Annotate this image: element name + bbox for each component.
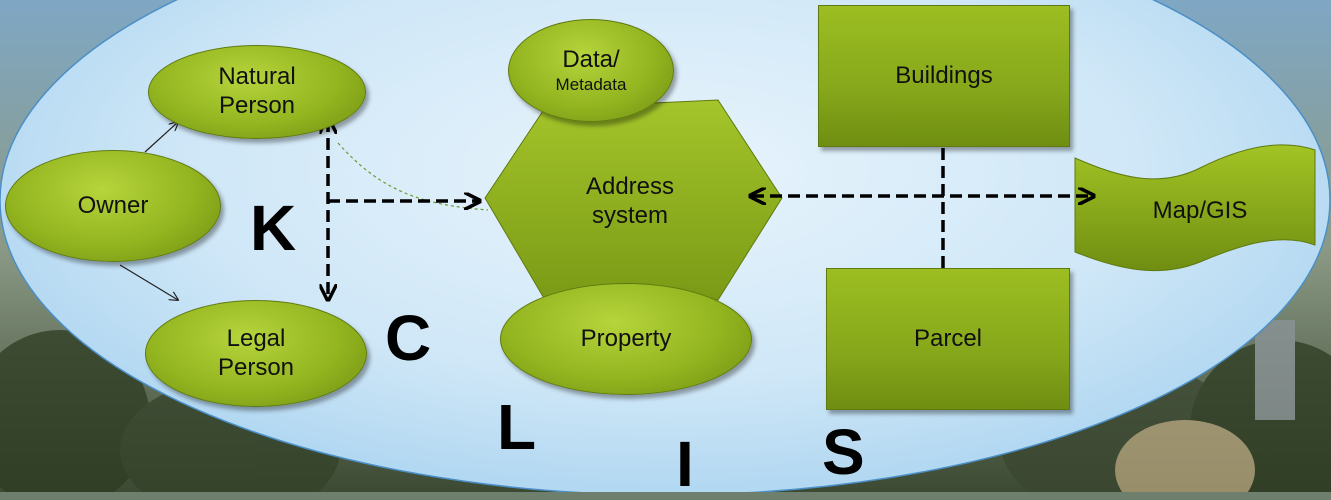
data-metadata-node: Data/ Metadata <box>508 19 674 122</box>
natural-person-line2: Person <box>218 92 296 119</box>
legal-person-line2: Person <box>217 353 295 381</box>
map-gis-banner <box>1074 144 1316 272</box>
legal-person-line1: Legal <box>226 324 286 352</box>
property-node: Property <box>500 283 752 395</box>
buildings-label: Buildings <box>895 61 993 89</box>
data-metadata-line2: Metadata <box>555 74 627 94</box>
owner-to-legal-arrow <box>119 264 178 300</box>
property-label: Property <box>580 324 672 352</box>
letter-s: S <box>822 416 865 488</box>
letter-l: L <box>497 391 537 463</box>
map-gis-text: Map/GIS <box>1152 196 1248 224</box>
parcel-label: Parcel <box>913 324 983 352</box>
buildings-node: Buildings <box>818 5 1070 147</box>
address-system-line1: Address <box>585 173 675 201</box>
owner-label: Owner <box>77 191 149 219</box>
letter-i: I <box>676 428 694 500</box>
owner-to-natural-arrow <box>144 122 178 153</box>
address-system-label: Address system <box>540 158 720 246</box>
natural-person-node: Natural Person <box>148 45 366 139</box>
data-metadata-line1: Data/ <box>562 45 620 73</box>
legal-person-node: Legal Person <box>145 300 367 407</box>
natural-person-line1: Natural <box>218 63 296 91</box>
owner-node: Owner <box>5 150 221 262</box>
map-gis-label: Map/GIS <box>1090 188 1310 234</box>
letter-k: K <box>250 192 297 264</box>
parcel-node: Parcel <box>826 268 1070 410</box>
letter-c: C <box>385 302 432 374</box>
address-system-line2: system <box>591 202 668 229</box>
